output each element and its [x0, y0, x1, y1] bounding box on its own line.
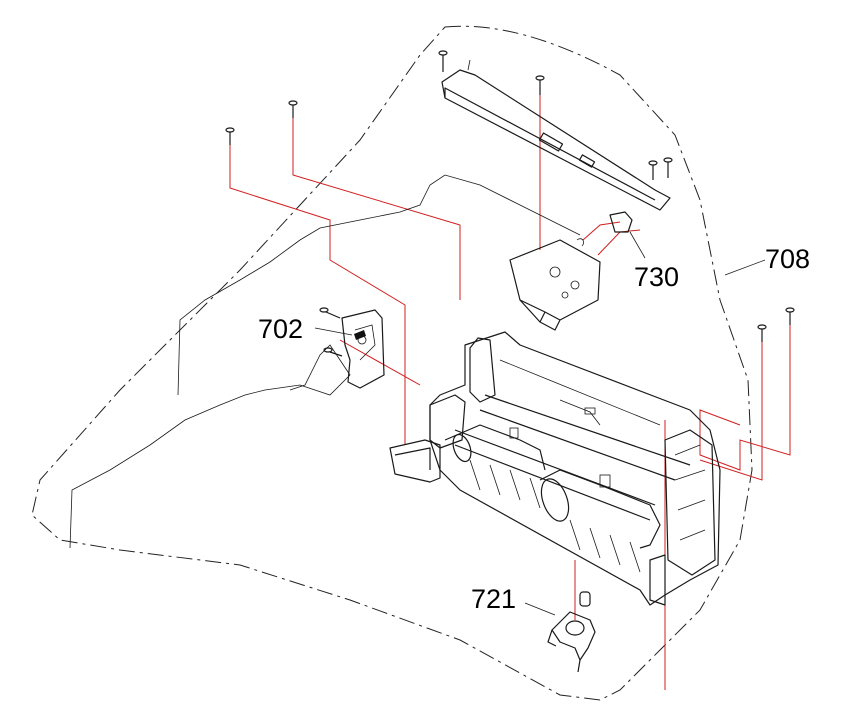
screw-icon: [757, 324, 767, 342]
screw-icon: [663, 157, 673, 178]
screw-icon: [319, 307, 341, 319]
callout-leaders: [314, 231, 766, 616]
screw-icon: [648, 160, 658, 180]
callout-702: 702: [258, 314, 303, 344]
callout-708: 708: [765, 244, 810, 274]
pickup-roller-721: [547, 591, 596, 673]
assembly-boundary-708: [31, 25, 753, 701]
callout-721: 721: [471, 584, 516, 614]
callout-730: 730: [634, 262, 679, 292]
main-chassis: [389, 331, 721, 606]
cable-harness: [69, 174, 581, 549]
screw-icon: [438, 50, 448, 72]
screws: [225, 50, 795, 357]
side-bracket-702: [341, 309, 385, 389]
screw-icon: [323, 347, 343, 357]
screw-icon: [785, 307, 795, 325]
screw-icon: [225, 127, 235, 145]
screw-icon: [288, 100, 298, 118]
screw-icon: [535, 75, 545, 95]
sensor-board-730: [509, 211, 633, 331]
top-frame-bracket: [441, 59, 671, 211]
